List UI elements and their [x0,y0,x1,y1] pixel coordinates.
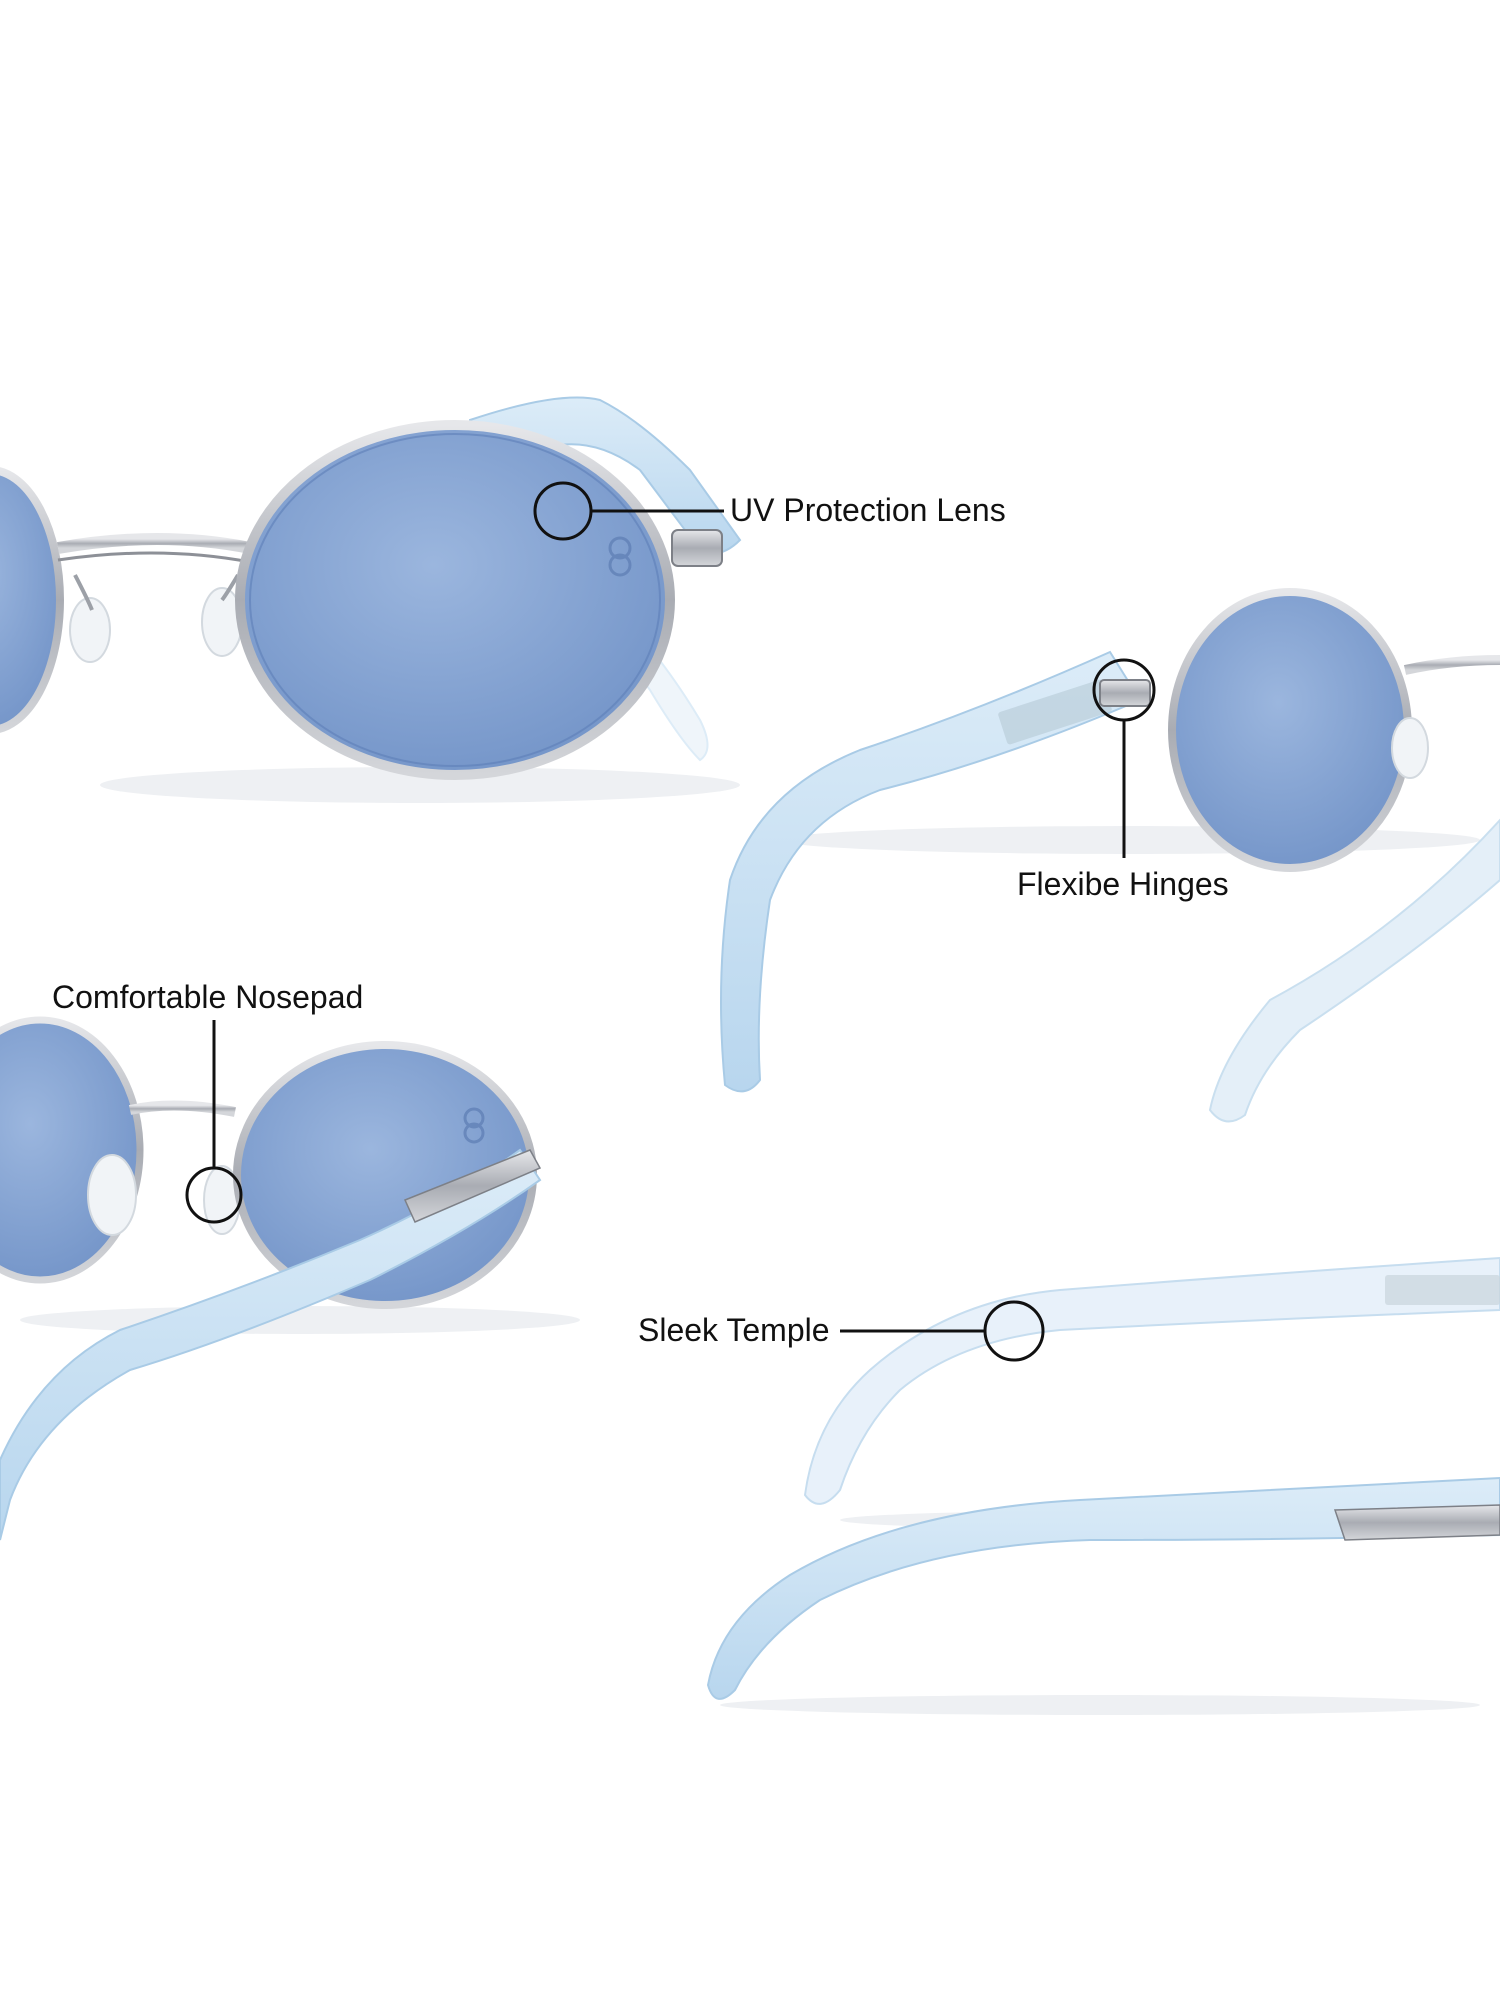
comfortable-nosepad-callout [185,1020,243,1224]
lens [0,467,64,733]
nose-pad [87,1154,137,1236]
temple-arm [1208,818,1500,1123]
temple-plate [1385,1275,1500,1305]
temple-plate [403,1149,542,1223]
hinge [671,529,723,567]
temple-arm [0,1148,542,1541]
glasses-rear-view [720,588,1500,1123]
lens-rim-inner [249,433,661,767]
flexible-hinges-label: Flexibe Hinges [1017,866,1229,902]
bridge [57,551,251,564]
pad-arm [73,574,94,611]
temple-plate [998,679,1112,745]
temple-arm [706,1476,1500,1700]
uv-protection-label: UV Protection Lens [730,492,1006,528]
lens [1168,588,1412,872]
brand-logo-icon [463,1107,485,1144]
uv-protection-callout [533,481,724,541]
flexible-hinges-callout [1092,658,1156,858]
lens [235,420,675,780]
brand-logo-icon [608,536,632,577]
glasses-front-view [0,396,742,803]
bridge [128,1100,236,1117]
nose-pad [1391,717,1429,779]
bridge [1403,655,1500,675]
sleek-temple-label: Sleek Temple [638,1312,830,1348]
glasses-side-view [0,1016,580,1541]
sleek-temple-callout [840,1300,1045,1362]
pad-arm [220,573,240,602]
shadow [720,1695,1480,1715]
temple-detail-view [706,1256,1500,1715]
hinge [1099,679,1151,707]
temple-plate [1333,1504,1500,1541]
comfortable-nosepad-label: Comfortable Nosepad [52,979,364,1015]
shadow [100,767,740,803]
nose-pad [69,597,111,663]
bridge [56,533,252,554]
temple-arm [803,1256,1500,1505]
lens [0,1016,144,1284]
